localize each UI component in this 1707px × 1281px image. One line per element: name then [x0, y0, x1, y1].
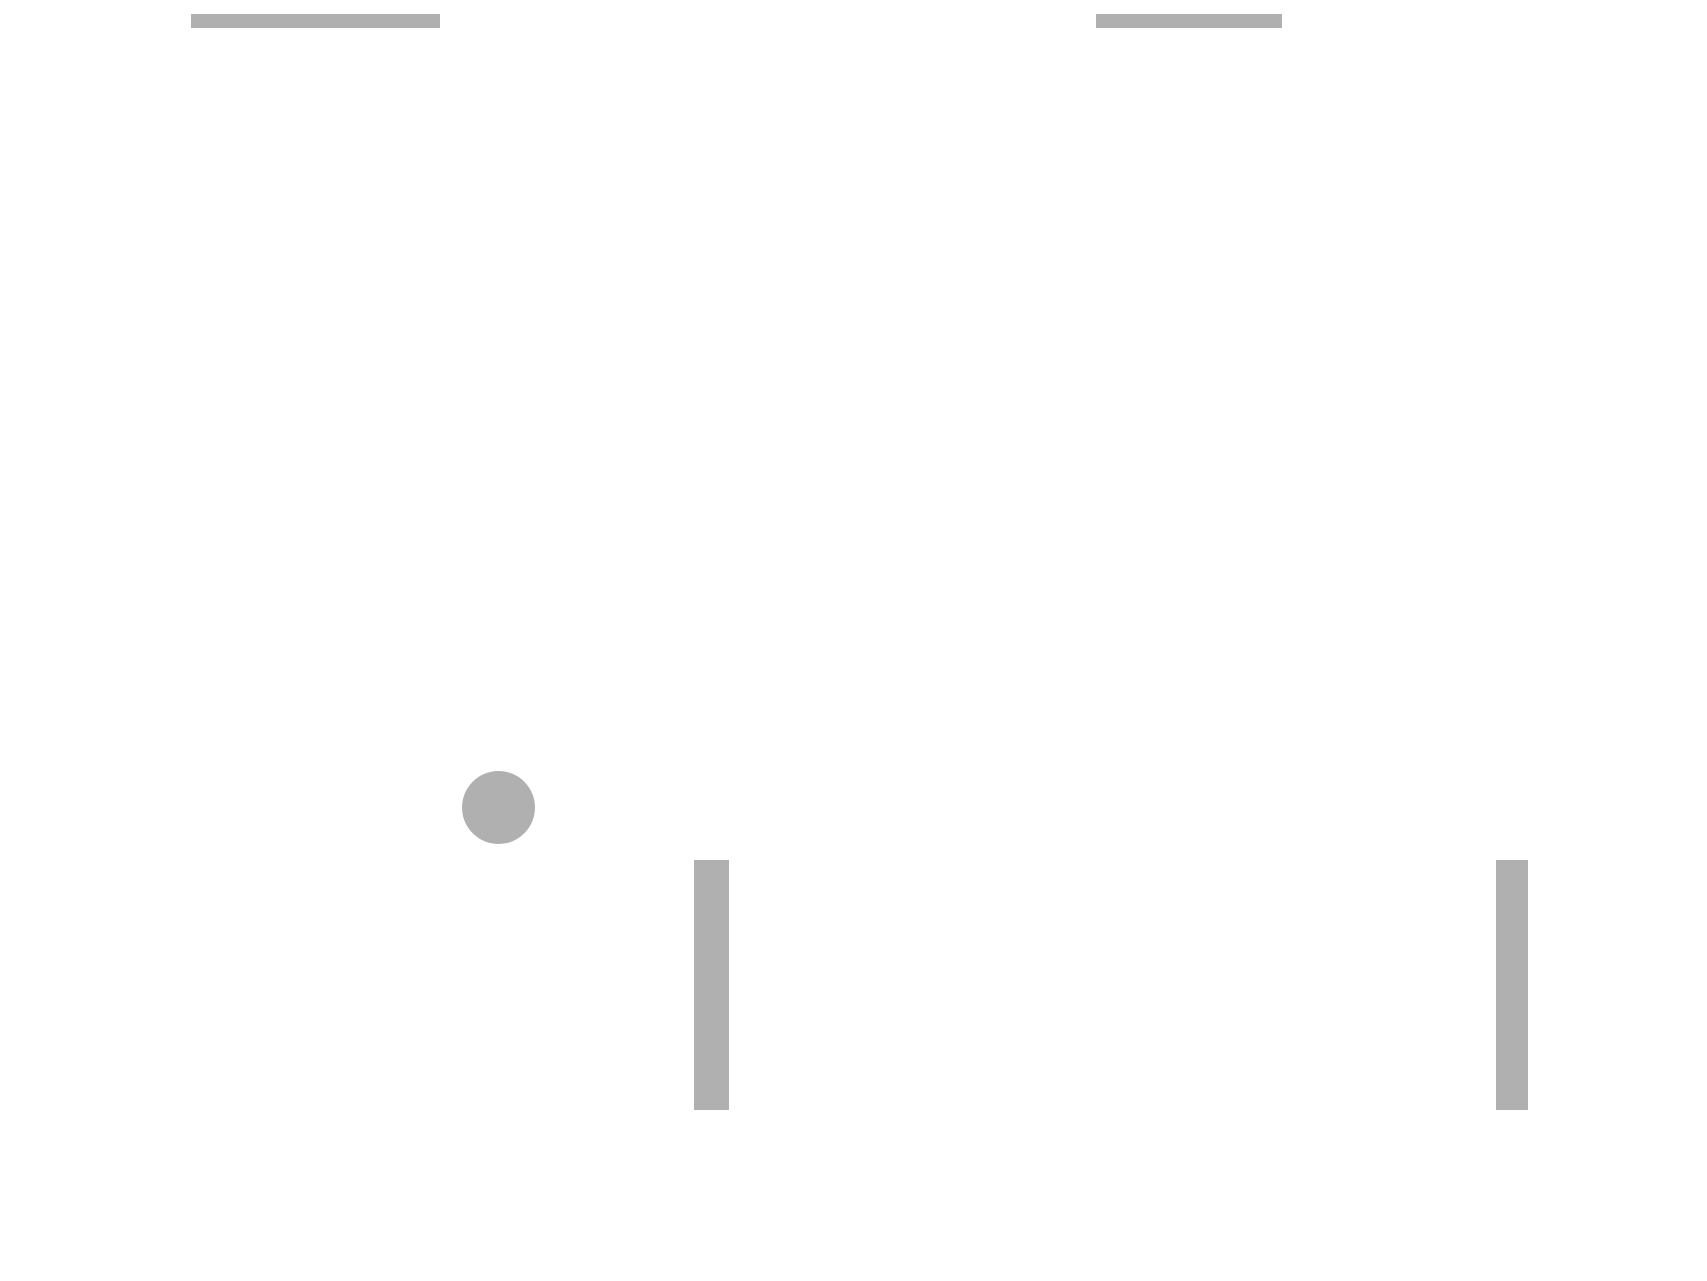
- ball: [462, 771, 535, 844]
- right-paddle[interactable]: [1496, 860, 1528, 1110]
- right-score-bar: [1096, 14, 1282, 28]
- left-score-bar: [191, 14, 440, 28]
- left-paddle[interactable]: [694, 860, 729, 1110]
